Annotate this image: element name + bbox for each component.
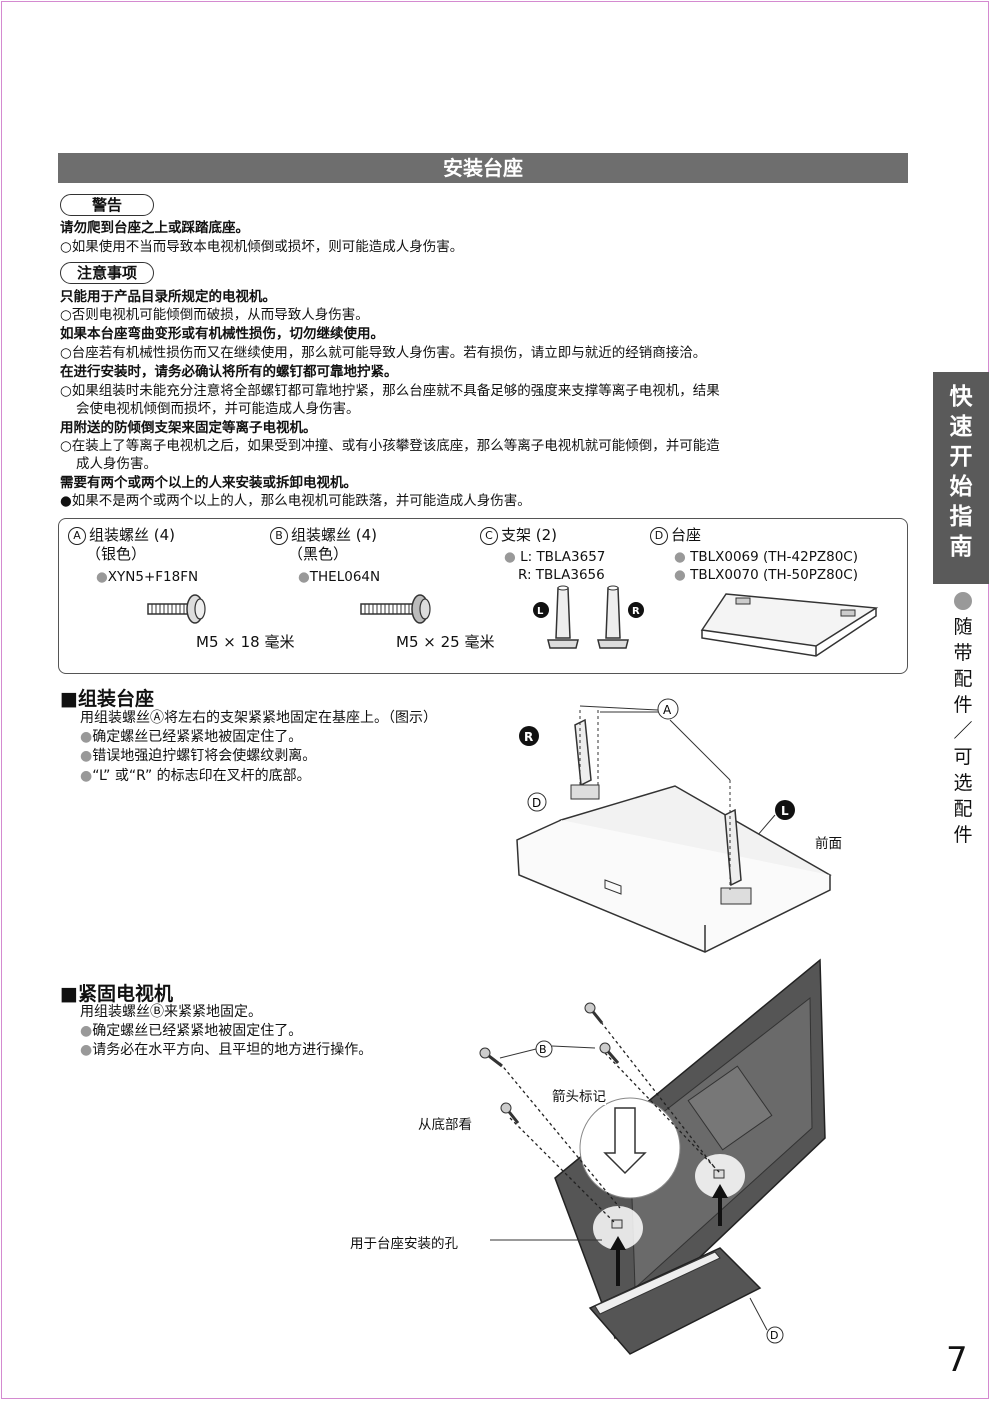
caution-line-11: 需要有两个或两个以上的人来安装或拆卸电视机。 xyxy=(60,475,357,491)
caution-line-12: ●如果不是两个或两个以上的人，那么电视机可能跌落，并可能造成人身伤害。 xyxy=(60,493,531,509)
assemble-bullet-3: ●“L” 或“R” 的标志印在叉杆的底部。 xyxy=(80,767,311,785)
part-b-code: ●THEL064N xyxy=(298,568,380,586)
side-section-label: 随带配件／可选配件 xyxy=(953,616,973,846)
assemble-bullet-3-text: “L” 或“R” 的标志印在叉杆的底部。 xyxy=(92,768,311,784)
brackets-icon: L R xyxy=(533,585,644,649)
warning-line-2: ○如果使用不当而导致本电视机倾倒或损坏，则可能造成人身伤害。 xyxy=(60,239,464,255)
svg-text:R: R xyxy=(632,606,640,617)
svg-text:A: A xyxy=(663,703,672,717)
part-b-size: M5 × 25 毫米 xyxy=(396,633,495,651)
part-c-l-text: L: TBLA3657 xyxy=(520,549,606,565)
part-a-sub: （银色） xyxy=(86,545,147,563)
part-c-label: 支架 (2) xyxy=(501,526,558,544)
page-title: 安装台座 xyxy=(58,153,908,183)
part-c-l: ● L: TBLA3657 xyxy=(504,548,605,566)
parts-box xyxy=(58,518,908,674)
caution-line-4: ○台座若有机械性损伤而又在继续使用，那么就可能导致人身伤害。若有损伤，请立即与就… xyxy=(60,345,707,361)
fix-bullet-1-text: 确定螺丝已经紧紧地被固定住了。 xyxy=(92,1023,303,1039)
part-c-r: R: TBLA3656 xyxy=(518,567,605,583)
part-a-mark: A xyxy=(68,526,86,545)
bullet-icon: ● xyxy=(80,748,93,764)
svg-text:L: L xyxy=(781,804,789,818)
svg-text:D: D xyxy=(770,1329,778,1342)
caution-line-6: ○如果组装时未能充分注意将全部螺钉都可靠地拧紧，那么台座就不具备足够的强度来支撑… xyxy=(60,383,720,399)
bullet-icon: ● xyxy=(80,768,93,784)
screw-a-icon xyxy=(147,594,206,624)
fix-intro: 用组装螺丝Ⓑ来紧紧地固定。 xyxy=(80,1004,262,1020)
warning-line-1: 请勿爬到台座之上或踩踏底座。 xyxy=(60,220,249,236)
caution-line-8: 用附送的防倾倒支架来固定等离子电视机。 xyxy=(60,420,317,436)
part-a-code: ●XYN5+F18FN xyxy=(96,568,198,586)
part-a-label: 组装螺丝 (4) xyxy=(89,526,176,544)
bullet-icon: ● xyxy=(80,1042,93,1058)
fix-bullet-2: ●请务必在水平方向、且平坦的地方进行操作。 xyxy=(80,1041,372,1059)
svg-text:D: D xyxy=(532,796,541,810)
caution-line-9: ○在装上了等离子电视机之后，如果受到冲撞、或有小孩攀登该底座，那么等离子电视机就… xyxy=(60,438,720,454)
part-d-mark: D xyxy=(650,526,668,545)
caution-line-5: 在进行安装时，请务必确认将所有的螺钉都可靠地拧紧。 xyxy=(60,364,398,380)
side-bullet-icon xyxy=(954,592,972,610)
fix-bullet-2-text: 请务必在水平方向、且平坦的地方进行操作。 xyxy=(92,1042,373,1058)
caution-line-3: 如果本台座弯曲变形或有机械性损伤，切勿继续使用。 xyxy=(60,326,384,342)
assembly-diagram: A R D L xyxy=(516,698,832,953)
bullet-icon: ● xyxy=(96,569,108,585)
caution-pill: 注意事项 xyxy=(60,262,154,284)
part-a-size: M5 × 18 毫米 xyxy=(196,633,295,651)
quick-start-tab: 快速开始指南 xyxy=(933,372,989,584)
part-b-label: 组装螺丝 (4) xyxy=(291,526,378,544)
screw-b-icon xyxy=(360,594,431,624)
assemble-bullet-1-text: 确定螺丝已经紧紧地被固定住了。 xyxy=(92,729,303,745)
bottom-view-label: 从底部看 xyxy=(418,1117,472,1133)
assemble-bullet-2: ●错误地强迫拧螺钉将会使螺纹剥离。 xyxy=(80,747,316,765)
part-b-mark: B xyxy=(270,526,288,545)
assemble-heading: ■组装台座 xyxy=(60,688,154,710)
part-d-m2: ● TBLX0070 (TH-50PZ80C) xyxy=(674,566,858,584)
svg-text:B: B xyxy=(539,1043,547,1056)
mount-hole-label: 用于台座安装的孔 xyxy=(350,1236,458,1252)
part-b-code-text: THEL064N xyxy=(309,569,381,585)
tv-mount-diagram: B D xyxy=(479,958,826,1355)
bullet-icon: ● xyxy=(504,549,516,565)
part-c-mark: C xyxy=(480,526,498,545)
part-d-m2-text: TBLX0070 (TH-50PZ80C) xyxy=(690,567,858,583)
assemble-bullet-1: ●确定螺丝已经紧紧地被固定住了。 xyxy=(80,728,302,746)
part-d-m1: ● TBLX0069 (TH-42PZ80C) xyxy=(674,548,858,566)
front-label: 前面 xyxy=(815,836,842,852)
caution-line-10: 成人身伤害。 xyxy=(76,456,157,472)
bullet-icon: ● xyxy=(674,549,686,565)
bullet-icon: ● xyxy=(80,1023,93,1039)
part-a-code-text: XYN5+F18FN xyxy=(107,569,199,585)
arrow-mark-label: 箭头标记 xyxy=(552,1085,606,1105)
part-b-sub: （黑色） xyxy=(288,545,349,563)
part-d-m1-text: TBLX0069 (TH-42PZ80C) xyxy=(690,549,858,565)
assemble-bullet-2-text: 错误地强迫拧螺钉将会使螺纹剥离。 xyxy=(92,748,317,764)
caution-line-7: 会使电视机倾倒而损坏，并可能造成人身伤害。 xyxy=(76,401,360,417)
assemble-intro: 用组装螺丝Ⓐ将左右的支架紧紧地固定在基座上。（图示） xyxy=(80,710,437,726)
bullet-icon: ● xyxy=(298,569,310,585)
part-d-label: 台座 xyxy=(671,526,702,544)
caution-line-1: 只能用于产品目录所规定的电视机。 xyxy=(60,289,276,305)
svg-text:L: L xyxy=(537,606,544,617)
page-number: 7 xyxy=(946,1340,968,1380)
caution-line-2: ○否则电视机可能倾倒而破损，从而导致人身伤害。 xyxy=(60,307,369,323)
warning-pill: 警告 xyxy=(60,194,154,216)
bullet-icon: ● xyxy=(674,567,686,583)
stand-base-icon xyxy=(700,593,879,657)
bullet-icon: ● xyxy=(80,729,93,745)
fix-heading: ■紧固电视机 xyxy=(60,983,173,1005)
fix-bullet-1: ●确定螺丝已经紧紧地被固定住了。 xyxy=(80,1022,302,1040)
quick-start-tab-text: 快速开始指南 xyxy=(949,384,973,560)
svg-text:R: R xyxy=(524,730,533,744)
